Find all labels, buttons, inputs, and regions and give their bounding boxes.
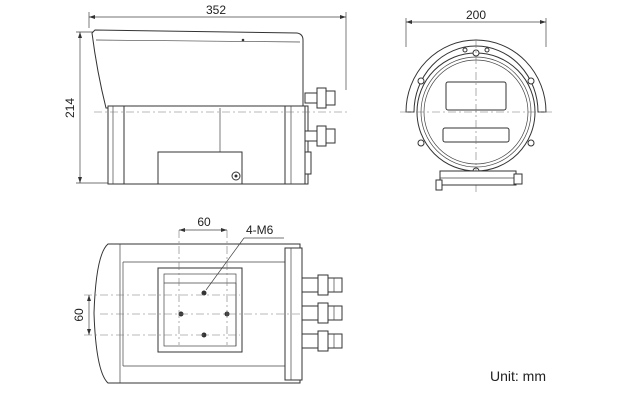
top-spacing-h-label: 60 [197,215,211,229]
front-view: 200 [400,8,552,195]
thread-spec-label: 4-M6 [246,223,274,237]
top-spacing-v-label: 60 [72,308,86,322]
side-width-label: 352 [206,3,226,17]
side-view: 352 214 [63,3,350,185]
side-height-label: 214 [63,98,77,118]
unit-label: Unit: mm [490,368,546,384]
top-view: 60 60 4-M6 [72,215,343,384]
front-width-label: 200 [466,8,486,22]
